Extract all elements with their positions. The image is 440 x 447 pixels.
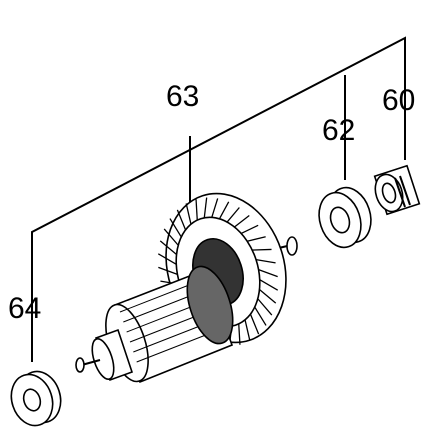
fan-blade [226,207,240,223]
fan-blade [258,269,278,278]
callout-63: 63 [166,80,199,113]
fan-blade [240,224,259,235]
fan-blade [238,323,241,345]
fan-blade [234,214,250,228]
fan-blade [211,198,219,218]
fan-blade [252,248,272,251]
callout-64: 64 [8,292,41,325]
fan-blade [249,313,260,335]
fan-blade [185,203,192,225]
fan-blade [257,298,273,316]
armature-commutator [75,328,134,382]
fan-blade [159,240,177,255]
part-62-ball-bearing [318,186,372,249]
fan-blade [157,253,177,265]
callout-60: 60 [382,84,415,117]
fan-blade [254,306,267,326]
armature-core [105,265,234,384]
fan-blade [169,218,182,238]
part-63-armature [75,192,298,384]
fan-blade [259,279,279,291]
fan-blade [158,266,178,275]
fan-blade [259,289,277,304]
leader-bracket-main [31,36,406,362]
part-60-bearing [373,164,421,216]
fan-blade [218,201,230,220]
fan-blade [163,228,179,246]
fan-blade [203,197,208,218]
fan-blade [255,258,276,264]
callout-62: 62 [322,114,355,147]
fan-blade [176,209,187,231]
fan-blade [247,236,266,242]
fan-blade [195,199,198,221]
fan-blade [244,319,251,341]
part-64-ball-bearing [10,370,62,427]
